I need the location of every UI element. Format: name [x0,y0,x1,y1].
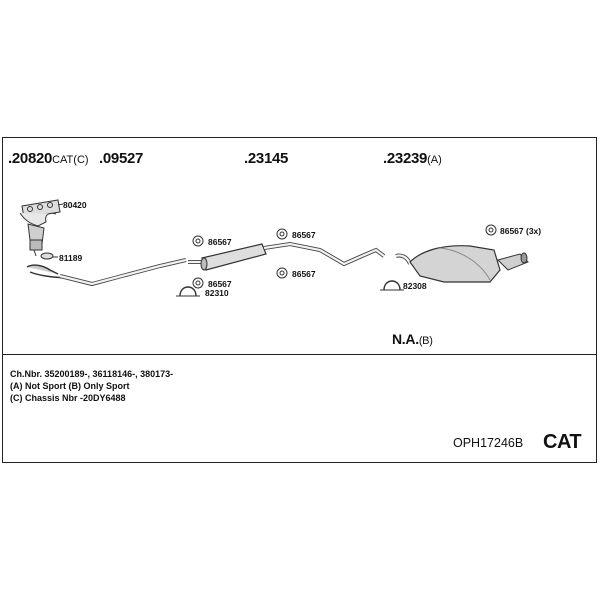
na-label: N.A.(B) [392,331,433,347]
catalytic-manifold-icon [19,212,57,257]
diagram-frame [2,137,597,463]
label-80420: 80420 [63,200,87,210]
note-chassis-limit: (C) Chassis Nbr -20DY6488 [10,393,126,403]
part-09527: .09527 [99,150,144,167]
clamp-icon [176,280,404,297]
front-pipe-icon [26,258,187,287]
label-86567-c: 86567 [208,279,232,289]
part-23239: .23239(A) [383,150,442,167]
rubber-hanger-icon [192,224,497,289]
cat-label: CAT [543,431,582,453]
label-86567-3x: 86567 (3x) [500,226,542,236]
label-86567-d: 86567 [292,269,316,279]
kit-code: OPH17246B [453,436,524,450]
label-82310: 82310 [205,288,229,298]
note-sport-variants: (A) Not Sport (B) Only Sport [10,381,130,391]
part-23145: .23145 [244,150,289,167]
section-divider [2,354,597,355]
label-86567-a: 86567 [208,237,232,247]
middle-section-icon [188,241,386,271]
rear-muffler-icon [395,245,529,283]
label-81189: 81189 [59,253,83,263]
label-86567-b: 86567 [292,230,316,240]
label-82308: 82308 [403,281,427,291]
note-chassis-numbers: Ch.Nbr. 35200189-, 36118146-, 380173- [10,369,174,379]
gasket-icon [40,252,58,260]
part-20820: .20820CAT(C) [8,150,89,167]
